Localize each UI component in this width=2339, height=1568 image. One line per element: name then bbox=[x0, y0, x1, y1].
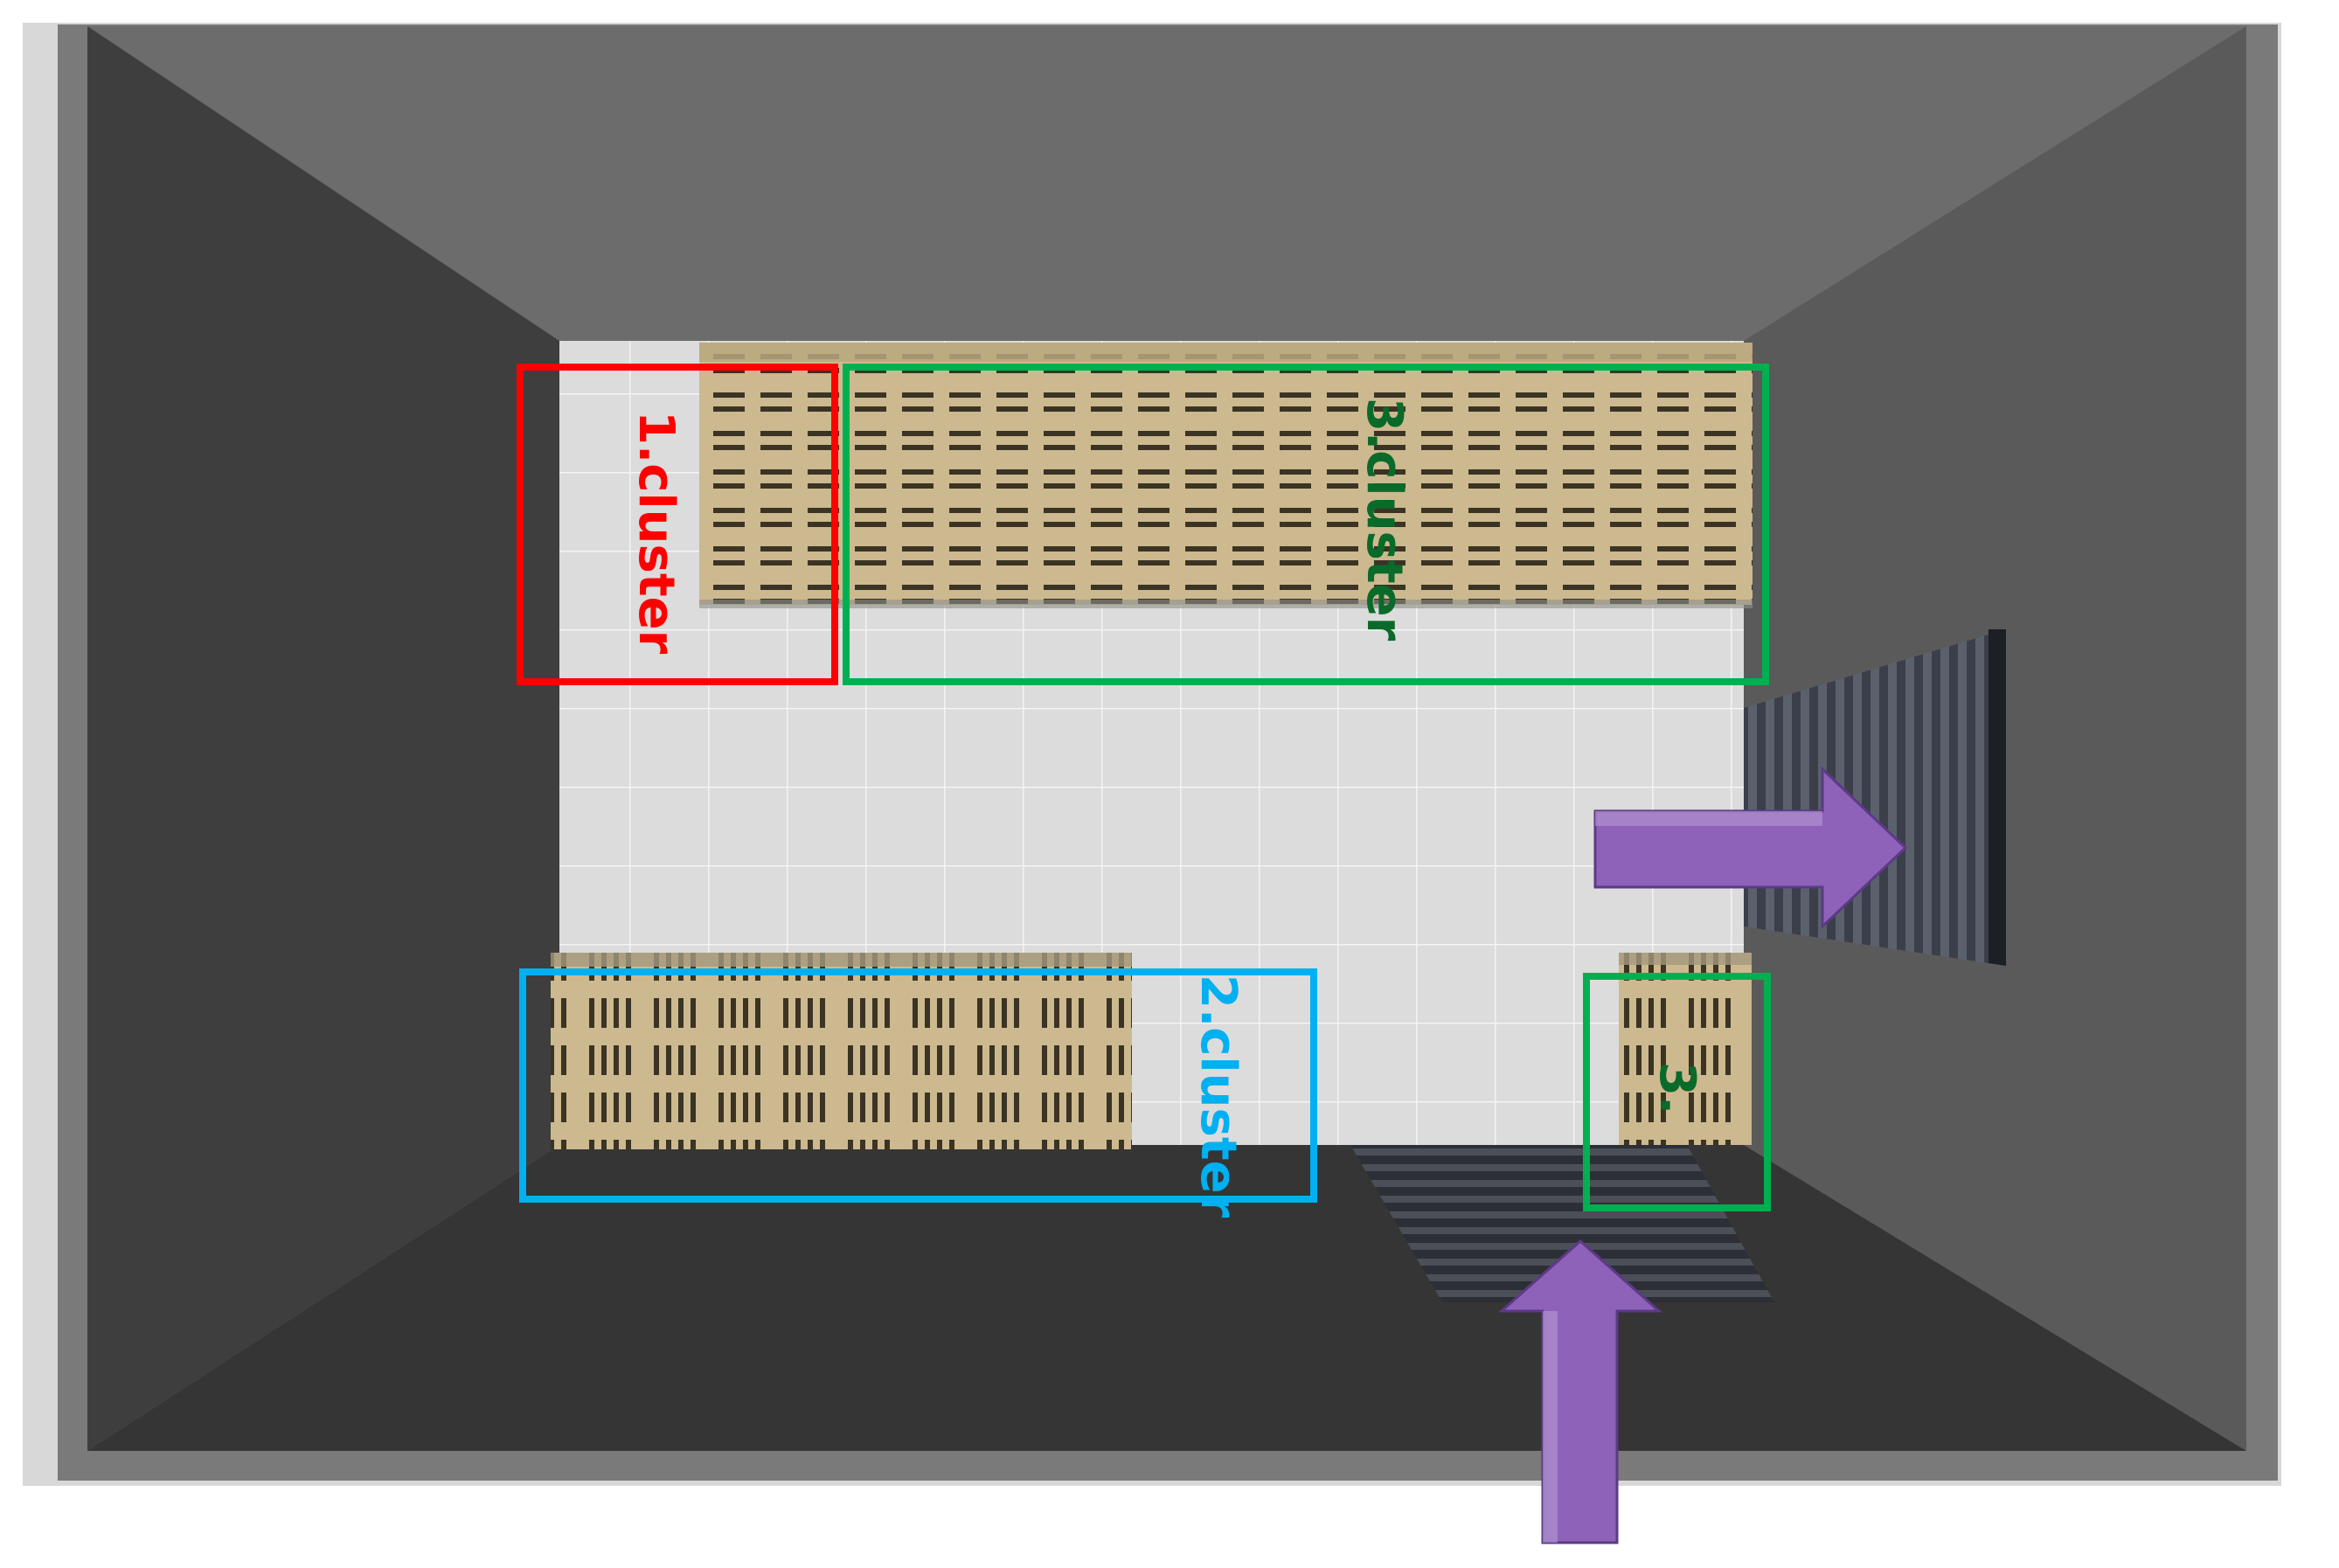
pallets-top-row bbox=[699, 343, 1753, 608]
pallets-bottom-left bbox=[551, 953, 1132, 1149]
cluster-3-label: 3.cluster bbox=[1356, 398, 1412, 642]
purple-block-arrow-icon bbox=[1498, 1238, 1662, 1544]
cluster-1-outline bbox=[517, 364, 838, 685]
cluster-2-label: 2.cluster bbox=[1190, 975, 1246, 1218]
purple-block-arrow-icon bbox=[1593, 766, 1908, 930]
pallets-bottom-right bbox=[1619, 953, 1752, 1145]
cluster-3-small-outline bbox=[1583, 973, 1771, 1211]
left-wall bbox=[87, 26, 559, 1451]
bottom-conveyor bbox=[1350, 1145, 1774, 1302]
cluster-3-outline bbox=[843, 364, 1769, 685]
right-conveyor-shade bbox=[1988, 629, 2006, 966]
cluster-1-label: 1.cluster bbox=[628, 411, 684, 655]
top-wall bbox=[87, 26, 2246, 341]
cluster-3-small-label: 3. bbox=[1648, 1062, 1705, 1114]
cluster-2-outline bbox=[519, 968, 1317, 1203]
